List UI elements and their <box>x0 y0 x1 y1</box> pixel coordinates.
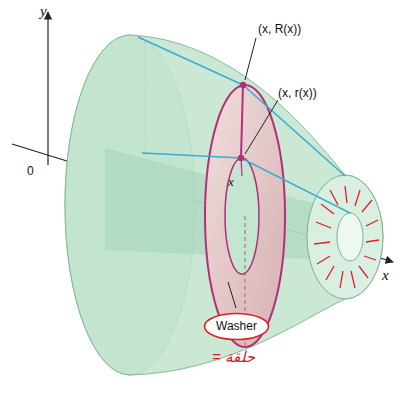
point-r <box>238 155 244 161</box>
callout-text: Washer <box>216 319 257 333</box>
radius-segment <box>241 85 243 158</box>
small-end <box>307 175 383 299</box>
washer-disk <box>205 85 285 347</box>
axis-label: y <box>40 2 47 20</box>
point-label: (x, r(x)) <box>278 86 317 100</box>
origin-label: 0 <box>27 164 34 178</box>
axis-label: x <box>382 266 389 284</box>
position-label: x <box>228 174 234 190</box>
handwritten-note: = حلقة <box>212 348 255 366</box>
leader-line <box>228 282 236 308</box>
small-end-hole <box>337 213 363 261</box>
y-axis <box>47 12 48 165</box>
solid-surface <box>65 35 383 375</box>
leader-line <box>245 100 278 154</box>
inner-generator <box>142 153 350 213</box>
point-R <box>240 82 246 88</box>
point-label: (x, R(x)) <box>258 22 301 36</box>
hand-scribble <box>314 186 379 288</box>
washer-hole <box>225 158 259 274</box>
callout-outline <box>205 314 269 340</box>
leader-line <box>245 38 256 80</box>
callout-ellipse: Washer <box>203 312 270 341</box>
outer-generator <box>138 37 345 176</box>
